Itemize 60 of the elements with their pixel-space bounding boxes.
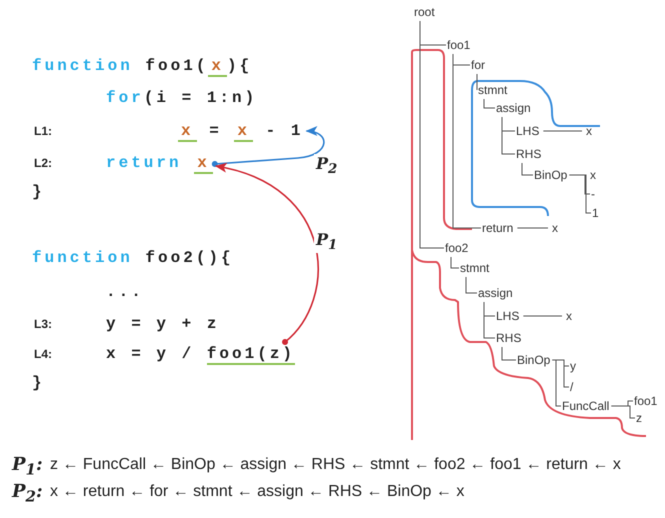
tree-node-label: x [590, 167, 596, 183]
tree-branch-line [476, 74, 478, 90]
path-name-label: P$_{1}$: [12, 454, 43, 479]
tree-branch-line [420, 20, 444, 248]
tree-node-label: LHS [496, 308, 520, 324]
tree-node-label: BinOp [517, 352, 550, 368]
tree-branch-line [568, 174, 592, 214]
tree-node-label: x [552, 220, 558, 236]
tree-node-label: RHS [496, 330, 522, 346]
tree-branch-line [484, 302, 496, 338]
tree-node-label: LHS [516, 123, 540, 139]
tree-node-label: foo1 [447, 37, 470, 53]
code-line: for(i = 1:n) [106, 88, 258, 108]
line-number-label: L1: [34, 123, 52, 140]
path-arrow [212, 126, 325, 167]
tree-node-label: x [566, 308, 572, 324]
tree-node-label: foo1 [634, 393, 658, 409]
tree-branch-line [466, 276, 478, 294]
path-sequence-text: x ← return ← for ← stmnt ← assign ← RHS ← BinOp ← x [50, 483, 464, 501]
tree-node-label: x [586, 123, 592, 139]
tree-branch-line [502, 346, 516, 360]
code-line: function foo1(x){ [32, 56, 252, 76]
tree-branch-line [452, 54, 482, 228]
code-line: ... [106, 282, 144, 302]
tree-node-label: stmnt [460, 260, 490, 276]
tree-branch-line [610, 406, 636, 418]
tree-node-label: BinOp [534, 167, 568, 183]
code-line: function foo2(){ [32, 248, 234, 268]
tree-branch-line [502, 116, 516, 154]
tree-node-label: stmnt [478, 82, 508, 98]
code-line: return x [106, 153, 213, 173]
code-line: x = y / foo1(z) [106, 344, 296, 364]
tree-node-label: assign [496, 100, 531, 116]
tree-node-label: FuncCall [562, 398, 610, 414]
tree-branch-line [522, 162, 534, 176]
code-line: } [32, 373, 45, 393]
tree-node-label: root [414, 4, 435, 20]
tree-node-label: 1 [592, 205, 599, 221]
tree-node-label: - [591, 186, 595, 202]
tree-node-label: RHS [516, 146, 542, 162]
tree-branch-line [542, 130, 582, 132]
code-line: y = y + z [106, 314, 220, 334]
path-name-label: P$_{2}$: [12, 481, 43, 506]
line-number-label: L3: [34, 316, 52, 333]
line-number-label: L2: [34, 155, 52, 172]
tree-branch-line [450, 256, 460, 268]
tree-node-label: foo2 [445, 240, 468, 256]
tree-node-label: z [636, 410, 642, 426]
tree-node-label: assign [478, 285, 513, 301]
code-line: x = x - 1 [178, 121, 304, 141]
tree-branch-line [484, 98, 496, 108]
tree-node-label: y [570, 358, 576, 374]
tree-branch-line [552, 360, 562, 406]
line-number-label: L4: [34, 346, 52, 363]
code-line: } [32, 182, 45, 202]
path-sequence-text: z ← FuncCall ← BinOp ← assign ← RHS ← stmnt ← foo2 ← foo1 ← return ← x [50, 456, 621, 474]
tree-node-label: for [471, 57, 486, 73]
tree-node-label: return [482, 220, 514, 236]
tree-node-label: / [570, 379, 574, 395]
path-arrow [214, 164, 319, 345]
